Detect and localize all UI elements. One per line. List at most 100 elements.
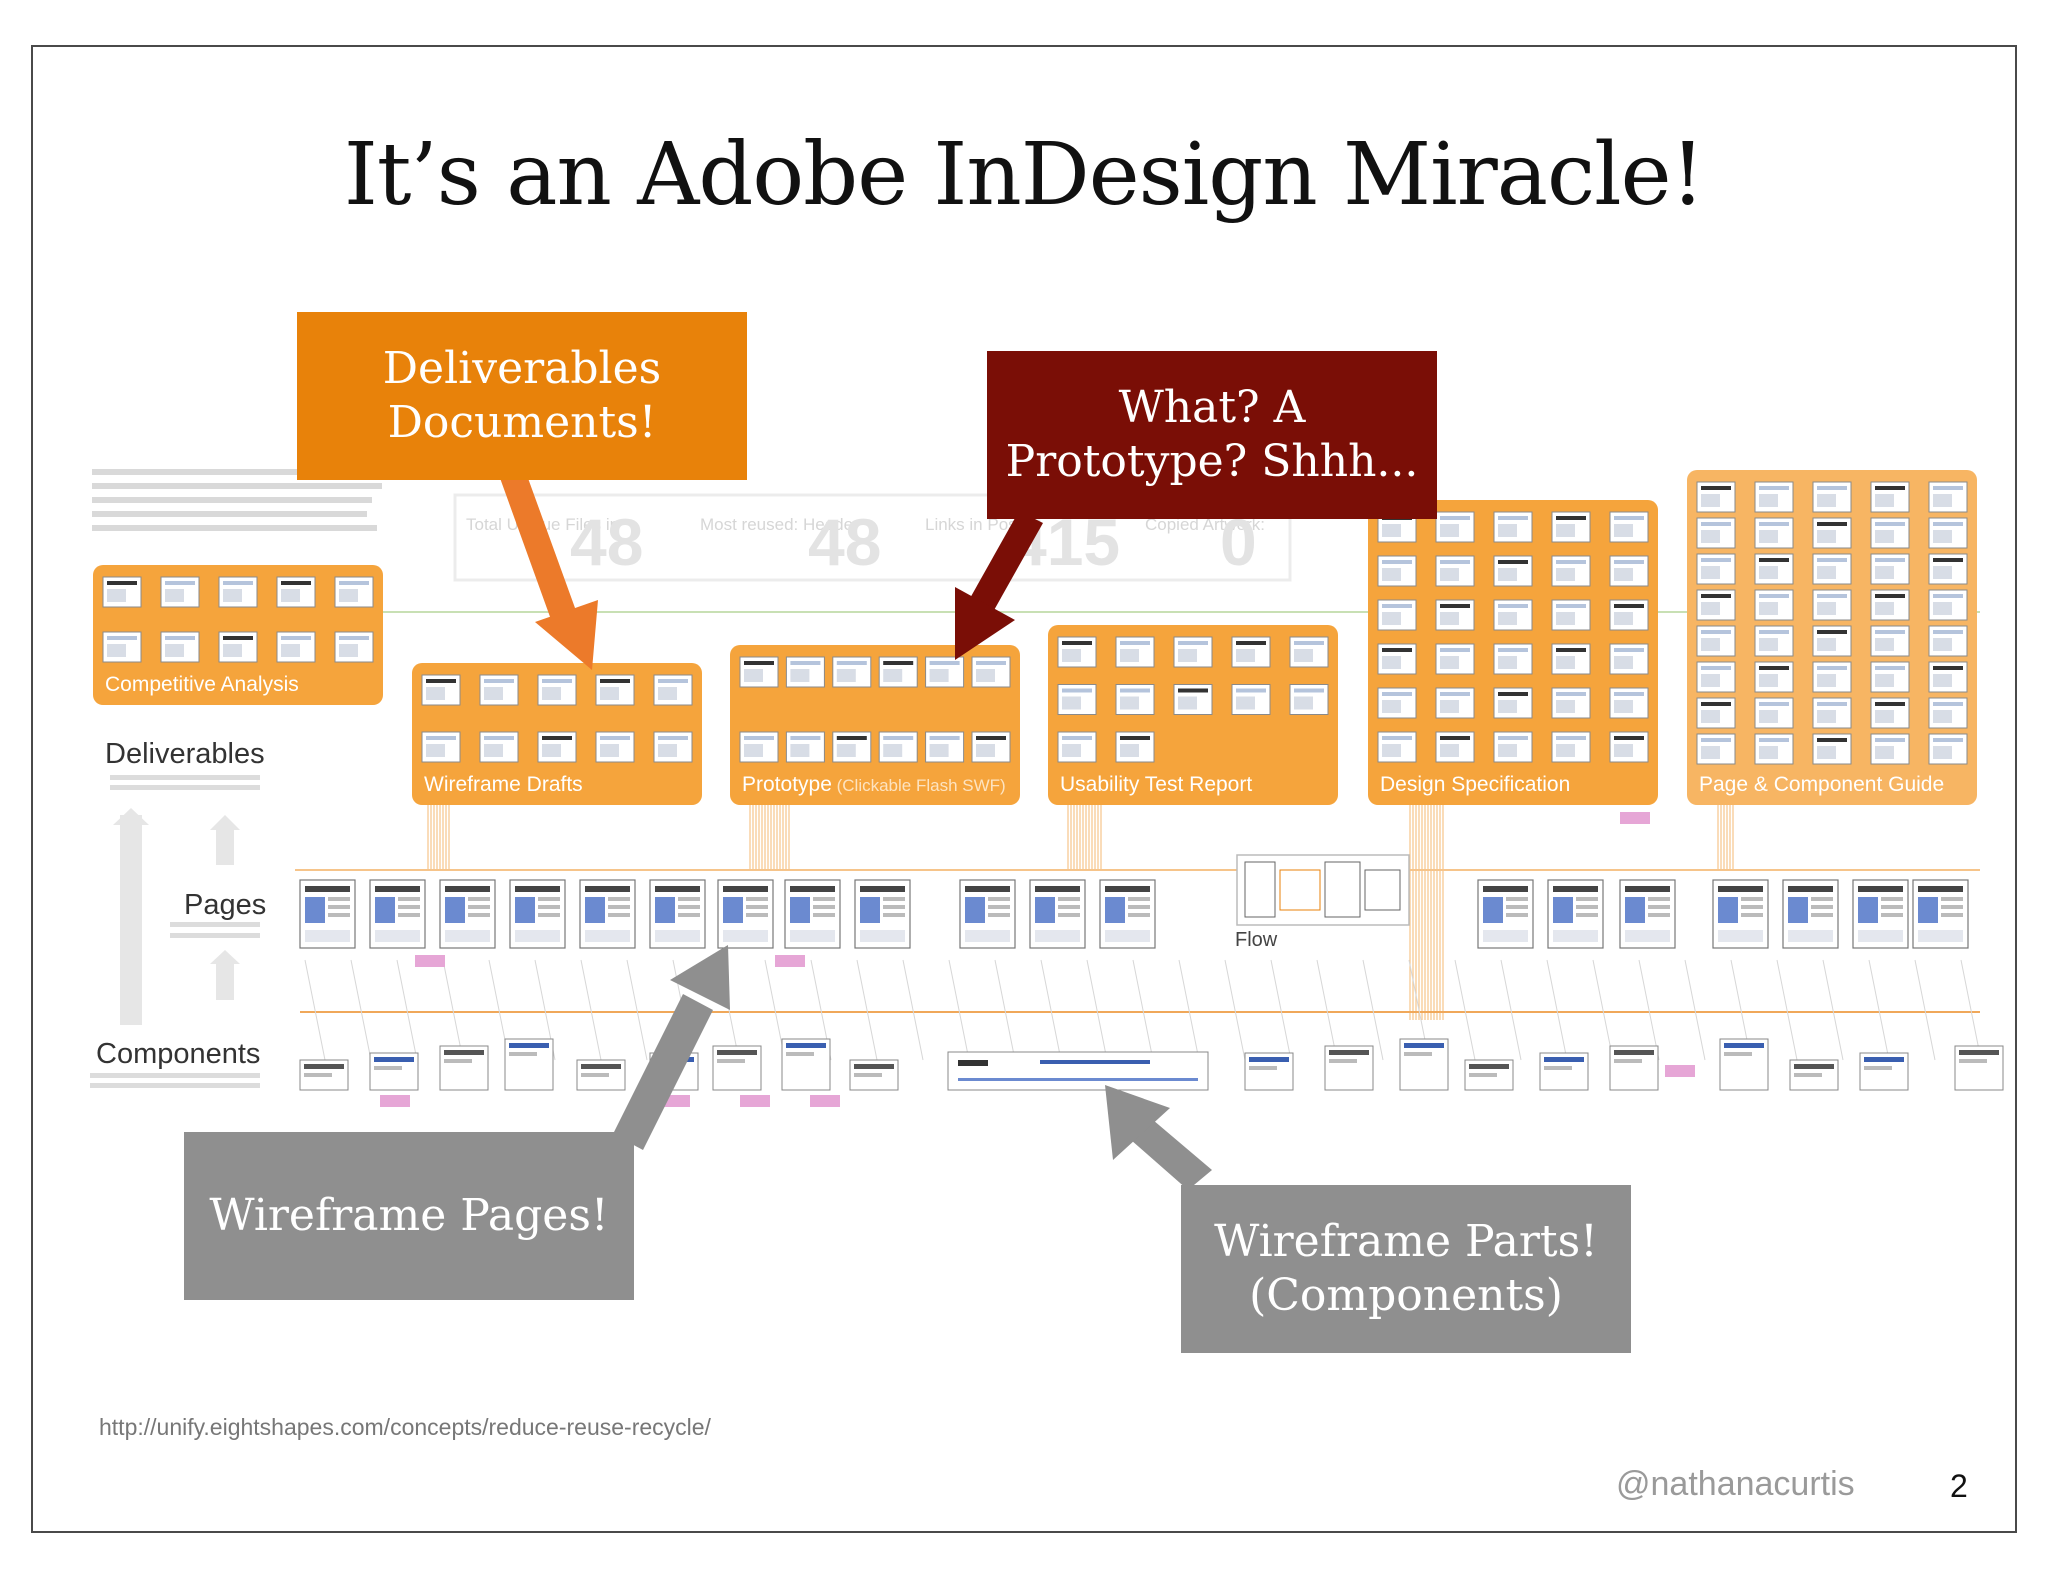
- thumbnail-block: [1701, 674, 1720, 687]
- page-line: [1941, 897, 1963, 901]
- component-bar: [374, 1057, 414, 1062]
- thumbnail-header: [1498, 736, 1528, 740]
- thumbnail-header: [1701, 558, 1731, 562]
- callout-wireframe-pages-text: Wireframe Pages!: [209, 1190, 609, 1242]
- callout-deliverables-text: Deliverables Documents!: [382, 343, 662, 448]
- source-url[interactable]: http://unify.eightshapes.com/concepts/re…: [99, 1414, 711, 1440]
- arrows: [487, 434, 1212, 1190]
- page-line: [398, 905, 420, 909]
- page-line: [1741, 905, 1763, 909]
- flow-box: Flow: [1235, 854, 1410, 951]
- thumbnail-block: [426, 687, 445, 700]
- thumbnail-block: [1556, 568, 1575, 581]
- thumbnail-header: [1875, 666, 1905, 670]
- thumbnail-header: [1875, 738, 1905, 742]
- connector: [350, 959, 372, 1061]
- thumbnail-block: [1556, 612, 1575, 625]
- page-line: [1576, 913, 1598, 917]
- page-block: [1553, 897, 1573, 923]
- page-block: [860, 897, 880, 923]
- thumbnail-header: [1817, 486, 1847, 490]
- thumbnail-header: [1875, 558, 1905, 562]
- dark-red-arrow: [955, 511, 1043, 660]
- thumbnail-header: [1701, 738, 1731, 742]
- page-line: [328, 913, 350, 917]
- thumbnail-block: [976, 669, 995, 682]
- thumbnail-header: [1120, 688, 1150, 693]
- thumbnail-header: [1875, 594, 1905, 598]
- thumbnail-block: [1062, 649, 1081, 662]
- thumbnail-header: [1701, 666, 1731, 670]
- page-block: [1858, 897, 1878, 923]
- thumbnail-header: [281, 636, 311, 640]
- level-labels: Deliverables Pages Components: [90, 738, 266, 1088]
- prototype-note: (Clickable Flash SWF): [832, 776, 1006, 795]
- thumbnail-header: [1440, 648, 1470, 652]
- page-footer: [1625, 930, 1670, 942]
- component-line: [1249, 1066, 1277, 1070]
- thumbnail-header: [1759, 666, 1789, 670]
- callout-deliverables: Deliverables Documents!: [297, 312, 747, 480]
- component-line: [1544, 1066, 1572, 1070]
- thumbnail-block: [1440, 612, 1459, 625]
- thumbnail-block: [1614, 700, 1633, 713]
- thumbnail-header: [542, 736, 572, 740]
- page-line: [1128, 905, 1150, 909]
- thumbnail-block: [1933, 494, 1952, 507]
- thumbnail-block: [1498, 524, 1517, 537]
- thumbnail-header: [883, 661, 914, 665]
- thumbnail-block: [1382, 656, 1401, 669]
- thumbnail-header: [1120, 736, 1150, 740]
- thumbnail-block: [1701, 494, 1720, 507]
- thumbnail-header: [1817, 666, 1847, 670]
- page-line: [1576, 897, 1598, 901]
- connector: [1500, 959, 1522, 1061]
- thumbnail-block: [1614, 656, 1633, 669]
- page-line: [608, 913, 630, 917]
- thumbnail-block: [1382, 744, 1401, 757]
- component-thumbnail: [1719, 1038, 1769, 1091]
- thumbnail-header: [542, 679, 572, 683]
- thumbnail-header: [223, 636, 253, 640]
- thumbnail-block: [1817, 638, 1836, 651]
- page-block: [1918, 897, 1938, 923]
- deliverable-label: Design Specification: [1380, 773, 1570, 796]
- thumbnail-header: [1556, 648, 1586, 652]
- page-block: [1788, 897, 1808, 923]
- page-header: [1788, 886, 1833, 892]
- thumbnail-header: [1701, 522, 1731, 526]
- thumbnail-block: [1759, 602, 1778, 615]
- thumbnail-block: [1440, 700, 1459, 713]
- component-line: [1469, 1073, 1497, 1077]
- flow-label: Flow: [1235, 929, 1278, 951]
- thumbnail-header: [426, 736, 456, 740]
- page-line: [1058, 897, 1080, 901]
- thumbnail-block: [1120, 696, 1139, 710]
- page-footer: [585, 930, 630, 942]
- thumbnail-block: [1556, 744, 1575, 757]
- thumbnail-block: [1498, 568, 1517, 581]
- stat-label: Most reused: Header: [700, 515, 859, 534]
- thumbnail-block: [107, 589, 126, 602]
- thumbnail-header: [836, 661, 867, 665]
- thumbnail-header: [281, 581, 311, 585]
- thumbnail-block: [223, 644, 242, 657]
- connector: [994, 959, 1016, 1061]
- thumbnail-block: [1382, 568, 1401, 581]
- page-line: [468, 913, 490, 917]
- page-thumbnail: [854, 879, 911, 949]
- component-thumbnail: [1399, 1038, 1449, 1091]
- thumbnail-header: [658, 679, 688, 683]
- thumbnail-header: [1817, 702, 1847, 706]
- component-thumbnail: [439, 1045, 489, 1091]
- deliverable-label: Competitive Analysis: [105, 673, 299, 696]
- thumbnail-header: [1701, 630, 1731, 634]
- tag: [775, 955, 805, 967]
- page-footer: [375, 930, 420, 942]
- thumbnail-header: [484, 736, 514, 740]
- thumbnail-block: [1062, 696, 1081, 710]
- page-line: [813, 897, 835, 901]
- thumbnail-block: [976, 744, 995, 757]
- component-bar: [509, 1043, 549, 1048]
